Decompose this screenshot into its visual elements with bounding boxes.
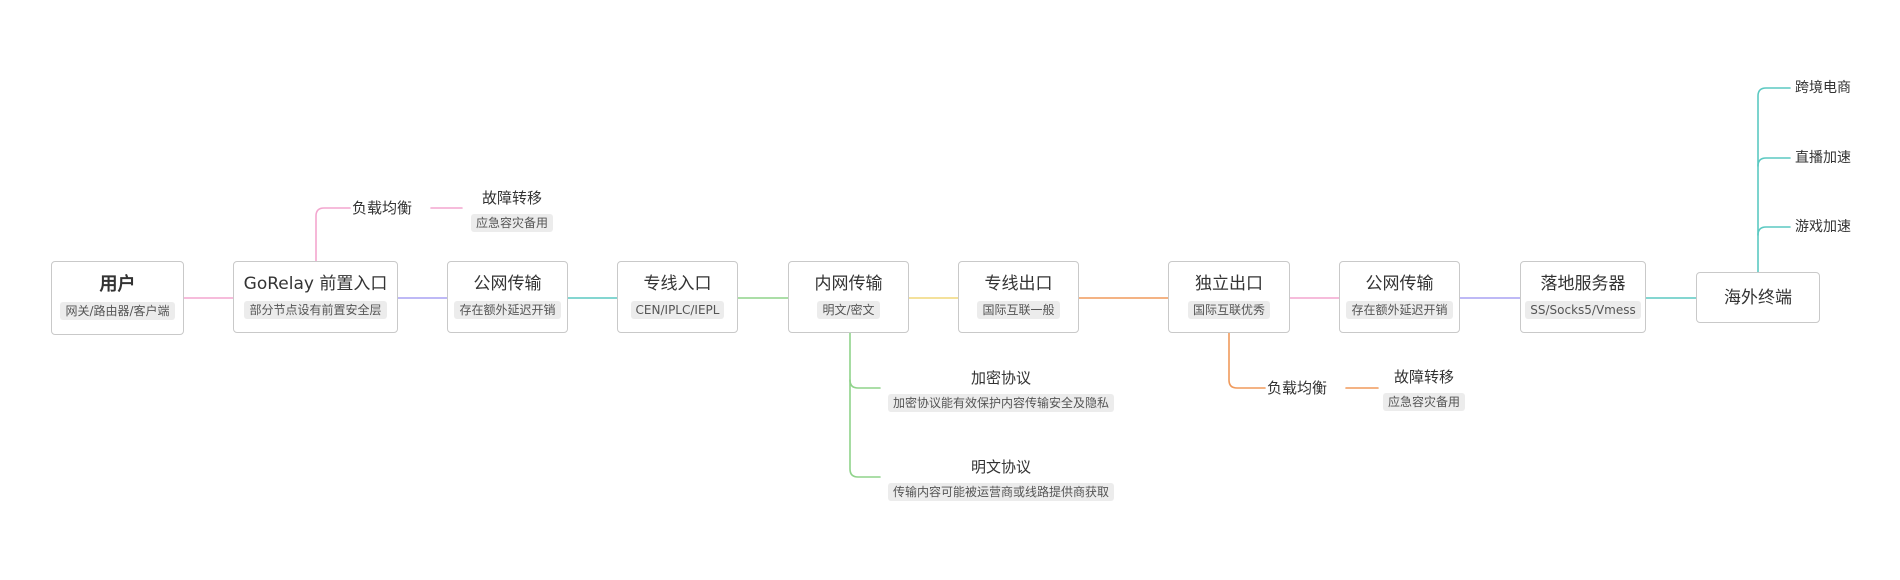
exit-failover-tag: 应急容灾备用 [1383, 393, 1466, 411]
node-public-transport-2-title: 公网传输 [1365, 274, 1434, 294]
node-landing-server-tag: SS/Socks5/Vmess [1525, 301, 1641, 319]
node-independent-exit[interactable]: 独立出口 国际互联优秀 [1168, 261, 1290, 333]
node-landing-server-title: 落地服务器 [1540, 274, 1626, 294]
connector-encrypted [849, 332, 881, 389]
node-user-title: 用户 [99, 274, 136, 295]
node-public-transport-2-tag: 存在额外延迟开销 [1346, 301, 1453, 319]
node-public-transport-2[interactable]: 公网传输 存在额外延迟开销 [1339, 261, 1460, 333]
exit-load-balance[interactable]: 负载均衡 [1267, 379, 1327, 397]
connector-leaf-live [1757, 157, 1791, 167]
encrypted-protocol-title: 加密协议 [971, 369, 1032, 387]
node-dedicated-ingress[interactable]: 专线入口 CEN/IPLC/IEPL [617, 261, 738, 333]
exit-load-balance-label: 负载均衡 [1267, 379, 1328, 397]
node-dedicated-ingress-title: 专线入口 [643, 274, 712, 294]
front-load-balance-label: 负载均衡 [352, 199, 413, 217]
node-overseas-terminal-title: 海外终端 [1724, 287, 1792, 308]
node-public-transport-1-tag: 存在额外延迟开销 [454, 301, 561, 319]
node-independent-exit-tag: 国际互联优秀 [1187, 301, 1270, 319]
node-internal-transport[interactable]: 内网传输 明文/密文 [788, 261, 909, 333]
node-dedicated-egress-tag: 国际互联一般 [977, 301, 1060, 319]
connector-front-load-balance [315, 207, 351, 262]
node-dedicated-egress[interactable]: 专线出口 国际互联一般 [958, 261, 1079, 333]
encrypted-protocol[interactable]: 加密协议 加密协议能有效保护内容传输安全及隐私 [888, 369, 1115, 412]
plaintext-protocol-tag: 传输内容可能被运营商或线路提供商获取 [888, 483, 1115, 501]
connector-leaf-game [1757, 226, 1791, 236]
node-landing-server[interactable]: 落地服务器 SS/Socks5/Vmess [1520, 261, 1646, 333]
exit-failover-title: 故障转移 [1394, 368, 1455, 386]
node-internal-transport-tag: 明文/密文 [817, 301, 880, 319]
connector-plaintext [849, 379, 881, 478]
leaf-cross-border-ecommerce[interactable]: 跨境电商 [1795, 80, 1851, 96]
node-gorelay-entry-title: GoRelay 前置入口 [243, 274, 388, 294]
front-failover[interactable]: 故障转移 应急容灾备用 [471, 189, 554, 232]
node-gorelay-entry[interactable]: GoRelay 前置入口 部分节点设有前置安全层 [233, 261, 398, 333]
front-load-balance[interactable]: 负载均衡 [352, 199, 412, 217]
node-dedicated-egress-title: 专线出口 [984, 274, 1053, 294]
connector-exit-load-balance [1228, 332, 1266, 389]
connector-terminal-trunk [1757, 87, 1791, 273]
plaintext-protocol-title: 明文协议 [971, 458, 1032, 476]
encrypted-protocol-tag: 加密协议能有效保护内容传输安全及隐私 [888, 394, 1115, 412]
leaf-live-streaming[interactable]: 直播加速 [1795, 150, 1851, 166]
node-gorelay-entry-tag: 部分节点设有前置安全层 [244, 301, 387, 319]
node-public-transport-1-title: 公网传输 [473, 274, 542, 294]
node-user-tag: 网关/路由器/客户端 [60, 302, 175, 320]
plaintext-protocol[interactable]: 明文协议 传输内容可能被运营商或线路提供商获取 [888, 458, 1115, 501]
node-user[interactable]: 用户 网关/路由器/客户端 [51, 261, 184, 335]
front-failover-title: 故障转移 [482, 189, 543, 207]
exit-failover[interactable]: 故障转移 应急容灾备用 [1383, 368, 1466, 411]
node-public-transport-1[interactable]: 公网传输 存在额外延迟开销 [447, 261, 568, 333]
front-failover-tag: 应急容灾备用 [471, 214, 554, 232]
node-overseas-terminal[interactable]: 海外终端 [1696, 272, 1820, 323]
node-dedicated-ingress-tag: CEN/IPLC/IEPL [630, 301, 725, 319]
node-internal-transport-title: 内网传输 [814, 274, 883, 294]
leaf-game-acceleration[interactable]: 游戏加速 [1795, 219, 1851, 235]
node-independent-exit-title: 独立出口 [1195, 274, 1263, 294]
